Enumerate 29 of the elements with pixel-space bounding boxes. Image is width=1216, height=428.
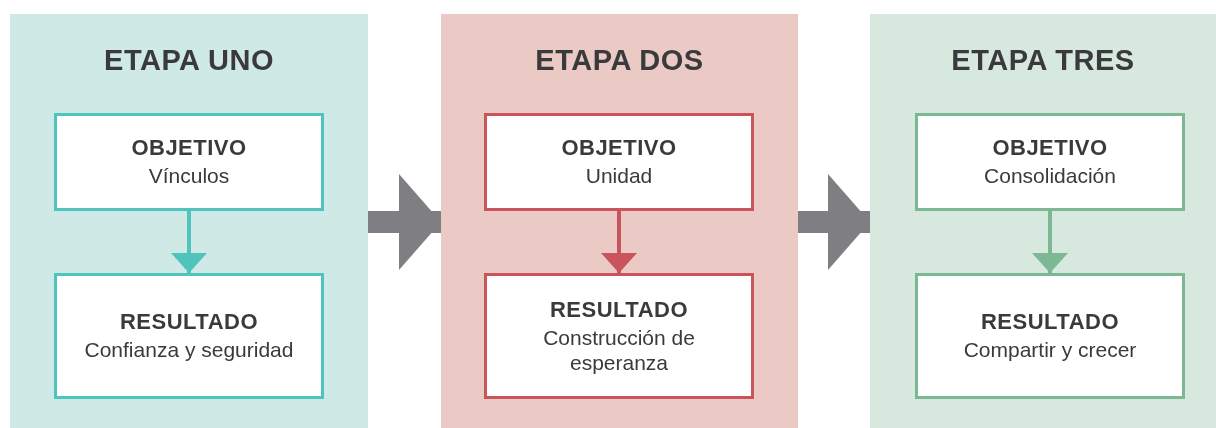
box-heading: OBJETIVO <box>992 135 1108 162</box>
arrow <box>171 211 207 273</box>
arrow <box>368 174 441 270</box>
box-heading: RESULTADO <box>980 309 1120 336</box>
box-text: Consolidación <box>983 163 1117 189</box>
stage-panel <box>870 14 1216 428</box>
arrow <box>798 174 870 270</box>
process-box <box>915 273 1185 399</box>
process-box <box>915 113 1185 211</box>
box-text: Compartir y crecer <box>962 337 1138 363</box>
box-text: Unidad <box>584 163 654 189</box>
stage-heading: ETAPA UNO <box>103 44 275 77</box>
box-heading: OBJETIVO <box>131 135 247 162</box>
box-heading: OBJETIVO <box>561 135 677 162</box>
process-box <box>484 113 754 211</box>
box-heading: RESULTADO <box>549 296 689 323</box>
stage-heading: ETAPA DOS <box>534 44 705 77</box>
arrow <box>601 211 637 273</box>
stage-heading: ETAPA TRES <box>950 44 1136 77</box>
box-text: Vínculos <box>147 163 231 189</box>
box-text: Construcción de esperanza <box>542 324 696 376</box>
stage-panel <box>10 14 368 428</box>
box-text: Confianza y seguridad <box>83 337 295 363</box>
stage-panel <box>441 14 798 428</box>
process-box <box>484 273 754 399</box>
arrow <box>1032 211 1068 273</box>
process-box <box>54 273 324 399</box>
process-box <box>54 113 324 211</box>
box-heading: RESULTADO <box>119 309 259 336</box>
